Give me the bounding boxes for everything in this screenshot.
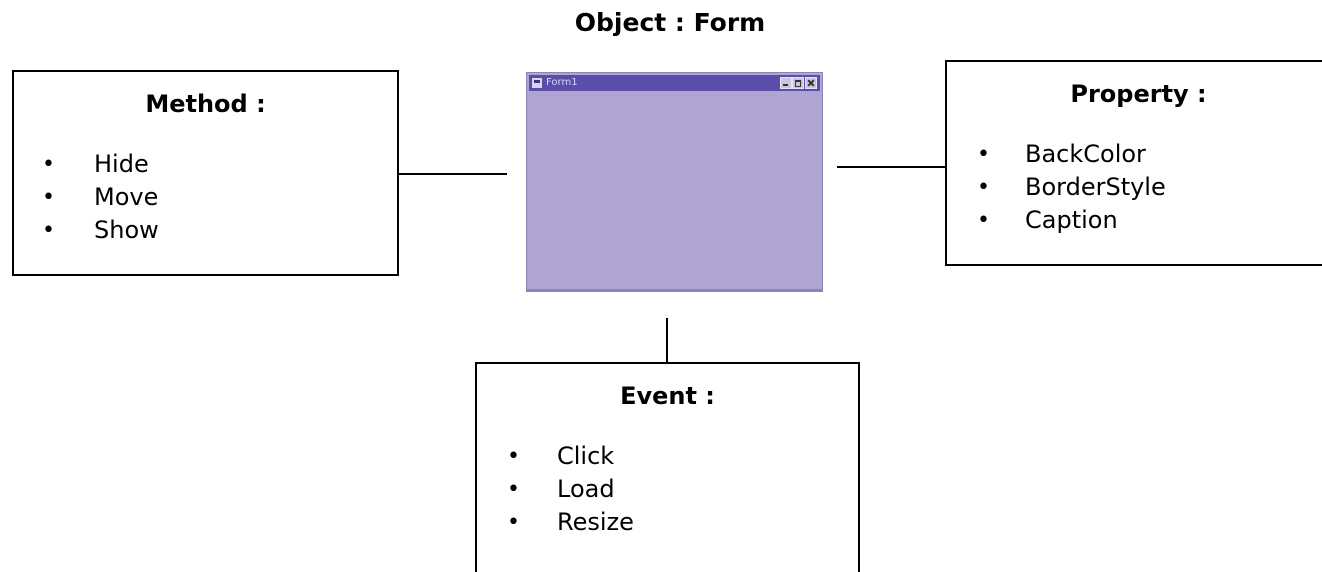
method-box: Method : • Hide • Move • Show [12, 70, 399, 276]
property-item: • BorderStyle [947, 171, 1322, 204]
bullet-icon: • [42, 185, 55, 210]
event-item-label: Resize [557, 508, 634, 536]
close-icon[interactable] [805, 77, 817, 89]
property-item: • Caption [947, 204, 1322, 237]
event-item: • Resize [477, 506, 858, 539]
form-app-icon [532, 78, 542, 88]
bullet-icon: • [507, 444, 520, 469]
form-window[interactable]: Form1 [526, 72, 823, 292]
property-item-label: BorderStyle [1025, 173, 1166, 201]
method-list: • Hide • Move • Show [14, 148, 397, 247]
method-item: • Show [14, 214, 397, 247]
method-heading: Method : [145, 90, 266, 118]
property-box: Property : • BackColor • BorderStyle • C… [945, 60, 1322, 266]
maximize-icon[interactable] [792, 77, 804, 89]
event-heading: Event : [620, 382, 715, 410]
event-item: • Load [477, 473, 858, 506]
bullet-icon: • [977, 175, 990, 200]
method-item: • Hide [14, 148, 397, 181]
event-item: • Click [477, 440, 858, 473]
property-list: • BackColor • BorderStyle • Caption [947, 138, 1322, 237]
event-box: Event : • Click • Load • Resize [475, 362, 860, 572]
method-connector-line [399, 173, 507, 175]
bullet-icon: • [42, 152, 55, 177]
event-item-label: Click [557, 442, 615, 470]
minimize-icon[interactable] [780, 77, 792, 89]
event-item-label: Load [557, 475, 615, 503]
bullet-icon: • [977, 208, 990, 233]
diagram-title: Object : Form [574, 8, 766, 37]
property-heading: Property : [1070, 80, 1207, 108]
bullet-icon: • [977, 142, 990, 167]
event-list: • Click • Load • Resize [477, 440, 858, 539]
property-item-label: BackColor [1025, 140, 1146, 168]
method-item-label: Show [94, 216, 159, 244]
method-item-label: Hide [94, 150, 149, 178]
method-item-label: Move [94, 183, 159, 211]
property-connector-line [837, 166, 945, 168]
bullet-icon: • [42, 218, 55, 243]
bullet-icon: • [507, 477, 520, 502]
property-item-label: Caption [1025, 206, 1118, 234]
property-item: • BackColor [947, 138, 1322, 171]
form-caption: Form1 [546, 77, 578, 88]
method-item: • Move [14, 181, 397, 214]
event-connector-line [666, 318, 668, 362]
form-titlebar[interactable]: Form1 [529, 75, 820, 91]
bullet-icon: • [507, 510, 520, 535]
